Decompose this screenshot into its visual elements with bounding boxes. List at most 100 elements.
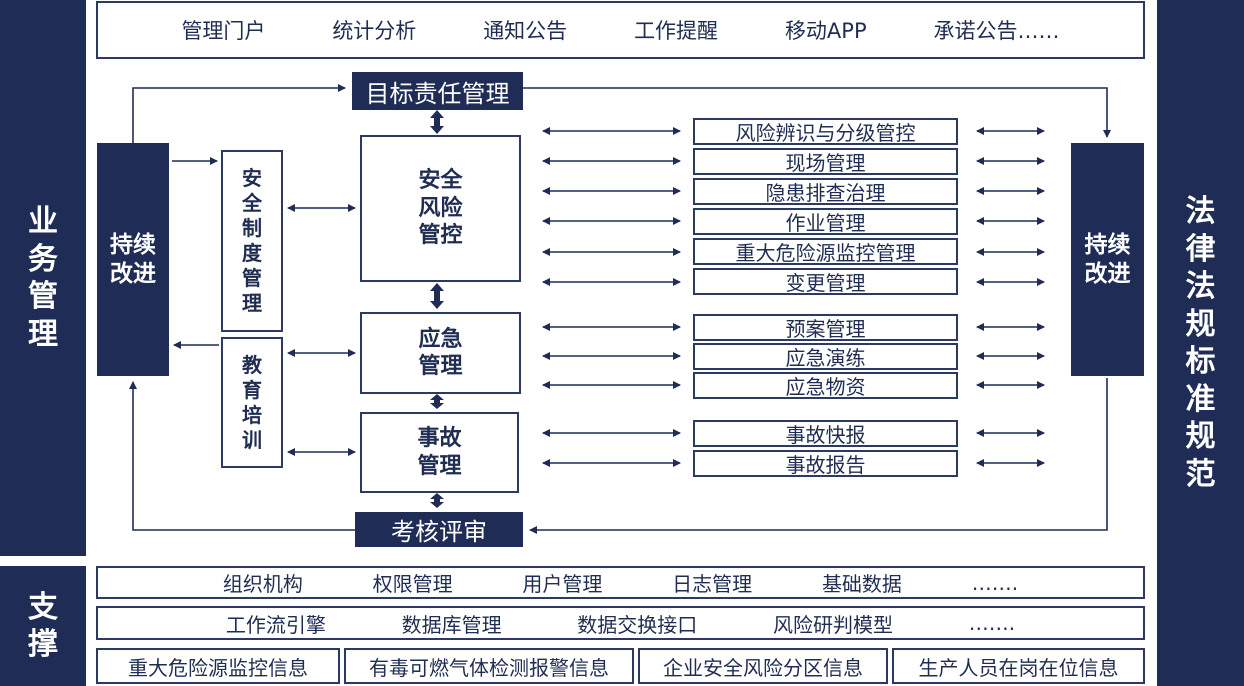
education-training-box: 教 育 培 训 (221, 337, 283, 468)
portal-item: 统计分析 (332, 19, 417, 43)
band-char: 规 (1185, 419, 1216, 454)
support-info-label: 生产人员在岗在位信息 (918, 655, 1119, 680)
emergency-item: 预案管理 (693, 314, 958, 341)
band-char: 法 (1185, 269, 1216, 304)
vchar: 培 (242, 402, 262, 427)
risk-item-label: 重大危险源监控管理 (735, 241, 916, 265)
portal-item: 承诺公告…… (933, 19, 1060, 43)
assessment-review-box: 考核评审 (355, 512, 523, 547)
box-line: 管理 (418, 354, 463, 379)
support-info-label: 重大危险源监控信息 (128, 655, 308, 680)
portal-item: 管理门户 (181, 19, 266, 43)
top-portal-bar: 管理门户 统计分析 通知公告 工作提醒 移动APP 承诺公告…… (96, 1, 1145, 59)
band-char: 理 (28, 316, 58, 352)
support-info-box: 重大危险源监控信息 (96, 648, 340, 684)
support-info-box: 企业安全风险分区信息 (638, 648, 888, 684)
ci-line: 改进 (1084, 260, 1131, 287)
support-info-label: 有毒可燃气体检测报警信息 (369, 655, 609, 680)
band-char: 规 (1185, 306, 1216, 342)
vchar: 度 (242, 241, 262, 265)
emergency-item-label: 应急演练 (785, 346, 866, 370)
ci-line: 持续 (110, 231, 156, 258)
support-info-box: 有毒可燃气体检测报警信息 (344, 648, 634, 684)
band-char: 业 (28, 204, 58, 239)
accident-management-box: 事故 管理 (360, 412, 519, 493)
band-char: 支 (28, 589, 58, 625)
accident-item: 事故报告 (693, 450, 958, 477)
box-line: 事故 (417, 426, 462, 451)
box-line: 安全 (418, 168, 463, 194)
ci-line: 持续 (1084, 231, 1131, 258)
portal-item: 通知公告 (483, 19, 568, 43)
support-item: 风险研判模型 (773, 612, 894, 637)
risk-item-label: 作业管理 (785, 211, 866, 235)
support-row-2: 工作流引擎 数据库管理 数据交换接口 风险研判模型 ……. (96, 606, 1145, 640)
band-char: 管 (28, 279, 58, 314)
support-item: 工作流引擎 (225, 612, 326, 637)
band-char: 法 (1185, 194, 1216, 229)
band-char: 准 (1185, 381, 1216, 417)
risk-item: 作业管理 (693, 208, 958, 235)
accident-item-label: 事故报告 (785, 453, 866, 477)
band-char: 务 (28, 241, 58, 277)
vchar: 制 (242, 216, 262, 240)
assessment-review-label: 考核评审 (391, 518, 487, 546)
risk-item: 变更管理 (693, 268, 958, 295)
emergency-item-label: 预案管理 (785, 317, 866, 341)
support-item: 权限管理 (372, 572, 453, 596)
box-line: 风险 (418, 195, 463, 221)
continuous-improvement-right: 持续 改进 (1071, 143, 1144, 376)
support-info-label: 企业安全风险分区信息 (663, 655, 863, 680)
support-item: 数据库管理 (401, 612, 502, 637)
band-char: 律 (1185, 231, 1216, 267)
support-item: 日志管理 (672, 572, 753, 596)
safety-system-box: 安 全 制 度 管 理 (221, 150, 283, 332)
support-item: 组织机构 (222, 572, 303, 596)
vchar: 理 (242, 291, 262, 315)
continuous-improvement-left: 持续 改进 (97, 143, 169, 376)
vchar: 育 (242, 377, 262, 402)
support-band: 支 撑 (0, 566, 86, 686)
risk-item: 重大危险源监控管理 (693, 238, 958, 265)
vchar: 安 (242, 166, 262, 190)
vchar: 训 (242, 427, 262, 452)
risk-item: 隐患排查治理 (693, 178, 958, 205)
target-responsibility-box: 目标责任管理 (352, 72, 523, 110)
support-item: 基础数据 (821, 572, 902, 596)
ci-line: 改进 (110, 260, 156, 287)
box-line: 管控 (418, 223, 463, 249)
safety-risk-control-box: 安全 风险 管控 (360, 135, 521, 282)
emergency-management-box: 应急 管理 (360, 312, 521, 394)
support-row-1: 组织机构 权限管理 用户管理 日志管理 基础数据 ……. (96, 566, 1145, 599)
emergency-item: 应急物资 (693, 372, 958, 399)
risk-item-label: 隐患排查治理 (765, 181, 886, 205)
risk-item-label: 现场管理 (785, 151, 866, 175)
accident-item: 事故快报 (693, 420, 958, 447)
band-char: 撑 (28, 627, 58, 662)
support-item: 用户管理 (522, 572, 603, 596)
risk-item: 风险辨识与分级管控 (693, 118, 958, 145)
business-management-band: 业 务 管 理 (0, 0, 86, 556)
box-line: 应急 (418, 326, 463, 352)
box-line: 管理 (417, 453, 462, 479)
accident-item-label: 事故快报 (785, 423, 866, 447)
support-item: ……. (971, 570, 1019, 595)
support-item: ……. (968, 611, 1016, 635)
laws-standards-band: 法 律 法 规 标 准 规 范 (1157, 0, 1244, 686)
portal-item: 工作提醒 (634, 19, 719, 43)
emergency-item-label: 应急物资 (785, 375, 866, 399)
risk-item-label: 变更管理 (785, 271, 866, 295)
risk-item: 现场管理 (693, 148, 958, 175)
emergency-item: 应急演练 (693, 343, 958, 370)
vchar: 管 (242, 266, 262, 290)
support-item: 数据交换接口 (577, 612, 698, 637)
band-char: 范 (1185, 456, 1216, 492)
portal-item: 移动APP (784, 19, 867, 43)
band-char: 标 (1185, 344, 1216, 379)
vchar: 教 (242, 352, 262, 377)
risk-item-label: 风险辨识与分级管控 (735, 121, 916, 145)
support-info-box: 生产人员在岗在位信息 (892, 648, 1145, 684)
target-responsibility-label: 目标责任管理 (365, 79, 510, 108)
vchar: 全 (242, 191, 262, 215)
